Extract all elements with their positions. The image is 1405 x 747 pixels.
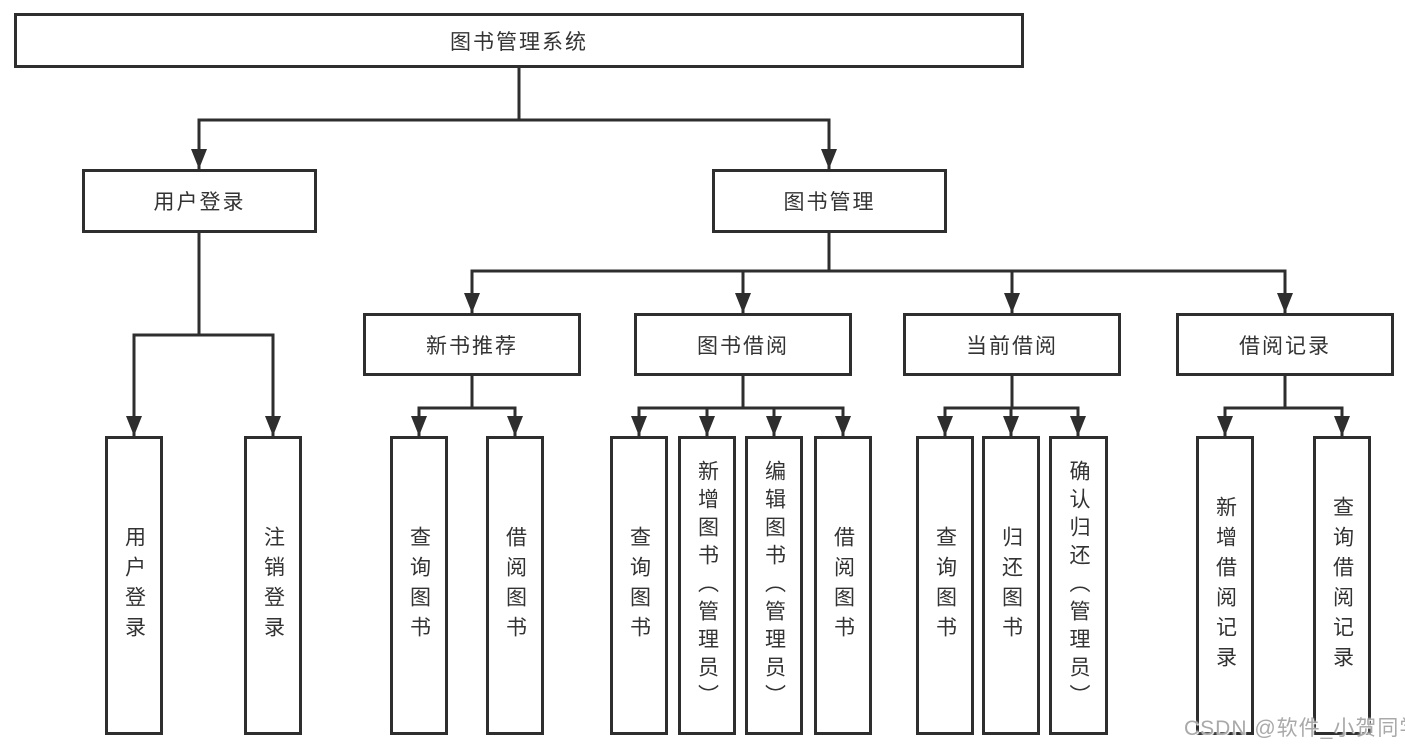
watermark-text: CSDN @软件_小贺同学 bbox=[1184, 717, 1405, 740]
node-book-management: 图书管理 bbox=[712, 169, 947, 233]
node-label: 图书管理 bbox=[783, 191, 876, 214]
leaf-label: 新增借阅记录 bbox=[1213, 495, 1237, 676]
node-label: 用户登录 bbox=[153, 191, 246, 214]
leaf-user-login: 用户登录 bbox=[105, 436, 163, 735]
leaf-label: 查询图书 bbox=[627, 525, 651, 646]
leaf-confirm-return-admin: 确认归还（管理员） bbox=[1049, 436, 1108, 735]
leaf-label: 查询图书 bbox=[407, 525, 431, 646]
leaf-label: 确认归还（管理员） bbox=[1067, 459, 1090, 712]
node-label: 图书借阅 bbox=[697, 334, 789, 358]
node-label: 借阅记录 bbox=[1239, 334, 1331, 358]
node-new-book-recommendation: 新书推荐 bbox=[363, 313, 581, 376]
leaf-label: 用户登录 bbox=[122, 525, 146, 646]
leaf-edit-books-admin: 编辑图书（管理员） bbox=[745, 436, 803, 735]
node-current-borrowing: 当前借阅 bbox=[903, 313, 1121, 376]
leaf-label: 注销登录 bbox=[261, 525, 285, 646]
leaf-query-books-borrowing: 查询图书 bbox=[610, 436, 668, 735]
node-book-borrowing: 图书借阅 bbox=[634, 313, 852, 376]
leaf-label: 新增图书（管理员） bbox=[695, 459, 719, 712]
node-label: 新书推荐 bbox=[426, 334, 518, 358]
leaf-query-borrow-record: 查询借阅记录 bbox=[1313, 436, 1371, 735]
leaf-label: 查询图书 bbox=[933, 525, 957, 646]
leaf-label: 借阅图书 bbox=[831, 525, 855, 646]
leaf-return-books: 归还图书 bbox=[982, 436, 1040, 735]
leaf-label: 借阅图书 bbox=[503, 525, 527, 646]
leaf-query-books-recommend: 查询图书 bbox=[390, 436, 448, 735]
leaf-borrow-books-borrowing: 借阅图书 bbox=[814, 436, 872, 735]
leaf-logout-login: 注销登录 bbox=[244, 436, 302, 735]
leaf-label: 查询借阅记录 bbox=[1330, 495, 1354, 676]
leaf-label: 归还图书 bbox=[999, 525, 1023, 646]
node-label: 当前借阅 bbox=[966, 334, 1058, 358]
node-label: 图书管理系统 bbox=[450, 30, 588, 54]
leaf-label: 编辑图书（管理员） bbox=[762, 459, 786, 712]
node-borrowing-records: 借阅记录 bbox=[1176, 313, 1394, 376]
node-user-login: 用户登录 bbox=[82, 169, 317, 233]
leaf-add-borrow-record: 新增借阅记录 bbox=[1196, 436, 1254, 735]
leaf-query-books-current: 查询图书 bbox=[916, 436, 974, 735]
leaf-add-books-admin: 新增图书（管理员） bbox=[678, 436, 736, 735]
node-library-management-system: 图书管理系统 bbox=[14, 13, 1024, 68]
leaf-borrow-books-recommend: 借阅图书 bbox=[486, 436, 544, 735]
